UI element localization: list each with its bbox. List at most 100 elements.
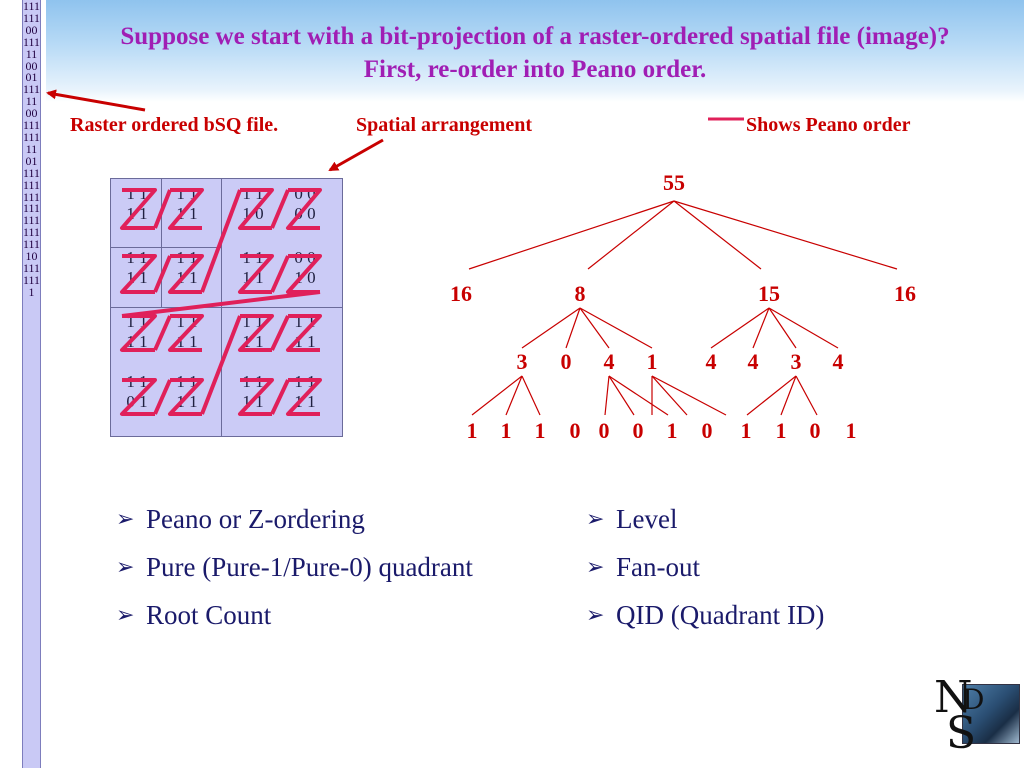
tree-edge bbox=[505, 375, 523, 416]
bullet-text: QID (Quadrant ID) bbox=[616, 600, 825, 630]
tree-level1-count: 16 bbox=[450, 281, 472, 306]
peano-z-stroke bbox=[286, 314, 322, 352]
tree-root-count: 55 bbox=[663, 170, 685, 195]
tree-level3-count: 0 bbox=[809, 418, 821, 443]
peano-connector bbox=[153, 379, 172, 415]
tree-edge bbox=[768, 307, 839, 349]
peano-connector bbox=[270, 379, 290, 415]
tree-edge bbox=[468, 200, 675, 270]
tree-edge bbox=[521, 307, 581, 349]
bullet-text: Pure (Pure-1/Pure-0) quadrant bbox=[146, 552, 473, 582]
tree-level2-count: 4 bbox=[705, 349, 717, 374]
peano-connector bbox=[121, 290, 321, 318]
tree-edge bbox=[768, 307, 797, 349]
tree-edge bbox=[565, 307, 581, 349]
bullet-text: Fan-out bbox=[616, 552, 700, 582]
bullet-item: ➢Level bbox=[586, 495, 824, 543]
grid-arrow bbox=[328, 138, 384, 172]
bullet-list-right: ➢Level ➢ Fan-out ➢QID (Quadrant ID) bbox=[586, 495, 824, 639]
tree-level1-count: 16 bbox=[894, 281, 916, 306]
tree-level3-count: 1 bbox=[775, 418, 787, 443]
raster-label: Raster ordered bSQ file. bbox=[70, 114, 279, 136]
grid-divider-h1 bbox=[111, 247, 221, 248]
grid-divider-h2 bbox=[111, 307, 342, 308]
logo-letter-d: D bbox=[962, 683, 985, 716]
grid-cell: 1 1 bbox=[176, 204, 198, 223]
bullet-arrow-icon: ➢ bbox=[116, 554, 135, 579]
tree-edge bbox=[579, 307, 610, 349]
bullet-list-left: ➢Peano or Z-ordering ➢ Pure (Pure-1/Pure-… bbox=[116, 495, 473, 639]
peano-connector bbox=[200, 315, 242, 415]
peano-z-stroke bbox=[168, 378, 204, 416]
grid-cell: 1 0 bbox=[294, 268, 316, 287]
tree-level3-count: 1 bbox=[500, 418, 512, 443]
bullet-arrow-icon: ➢ bbox=[116, 506, 135, 531]
peano-legend-label: Shows Peano order bbox=[746, 114, 911, 136]
title-line-2: First, re-order into Peano order. bbox=[363, 56, 707, 83]
tree-edge bbox=[651, 375, 727, 416]
tree-edge bbox=[587, 200, 675, 270]
tree-level2-count: 3 bbox=[516, 349, 528, 374]
bitstrip-arrow bbox=[46, 89, 146, 112]
bit-strip-digits: 1111110011111000111111001111111101111111… bbox=[23, 0, 40, 299]
bullet-text: Level bbox=[616, 504, 678, 534]
bullet-text: Root Count bbox=[146, 600, 272, 630]
title-line-1: Suppose we start with a bit-projection o… bbox=[120, 23, 950, 50]
grid-cell: 1 1 bbox=[242, 332, 264, 351]
nds-logo: N D S bbox=[932, 676, 1022, 764]
peano-z-stroke bbox=[286, 254, 322, 294]
tree-level1-count: 15 bbox=[758, 281, 780, 306]
bit-strip bbox=[22, 0, 41, 768]
tree-level2-count: 0 bbox=[560, 349, 572, 374]
tree-level2-count: 1 bbox=[646, 349, 658, 374]
tree-edge bbox=[795, 375, 818, 416]
tree-edge bbox=[471, 375, 523, 416]
tree-level3-count: 1 bbox=[740, 418, 752, 443]
logo-photo bbox=[962, 684, 1020, 744]
bullet-arrow-icon: ➢ bbox=[586, 554, 605, 579]
peano-z-stroke bbox=[120, 314, 157, 352]
bullet-item: ➢ Fan-out bbox=[586, 543, 824, 591]
tree-level2-count: 4 bbox=[747, 349, 759, 374]
tree-edge bbox=[746, 375, 797, 416]
peano-z-stroke bbox=[238, 254, 274, 294]
tree-edge bbox=[608, 375, 635, 416]
peano-connector bbox=[200, 189, 242, 293]
tree-edge bbox=[608, 375, 669, 416]
peano-z-stroke bbox=[238, 378, 274, 416]
bullet-item: ➢ Pure (Pure-1/Pure-0) quadrant bbox=[116, 543, 473, 591]
peano-z-stroke bbox=[168, 188, 204, 230]
tree-level3-count: 1 bbox=[534, 418, 546, 443]
tree-edge bbox=[752, 307, 770, 349]
tree-level3-count: 1 bbox=[666, 418, 678, 443]
logo-letter-n: N bbox=[934, 672, 973, 723]
peano-z-stroke bbox=[120, 254, 157, 294]
peano-z-stroke bbox=[238, 314, 274, 352]
tree-edge bbox=[651, 375, 688, 416]
spatial-label: Spatial arrangement bbox=[356, 114, 533, 136]
peano-order-lines bbox=[120, 188, 322, 416]
tree-level2-count: 4 bbox=[603, 349, 615, 374]
tree-level3-count: 1 bbox=[466, 418, 478, 443]
peano-z-stroke bbox=[120, 188, 157, 230]
peano-connector bbox=[153, 189, 172, 229]
bullet-item: ➢Peano or Z-ordering bbox=[116, 495, 473, 543]
tree-level2-count: 4 bbox=[832, 349, 844, 374]
grid-cell: 1 1 bbox=[176, 392, 198, 411]
tree-edge bbox=[579, 307, 653, 349]
tree-level3-count: 0 bbox=[598, 418, 610, 443]
grid-cell: 1 1 bbox=[126, 332, 148, 351]
grid-cell: 1 1 bbox=[294, 392, 316, 411]
peano-connector bbox=[270, 315, 290, 351]
peano-z-stroke bbox=[286, 378, 322, 416]
bullet-item: ➢Root Count bbox=[116, 591, 473, 639]
tree-level2-count: 3 bbox=[790, 349, 802, 374]
tree-edge bbox=[780, 375, 797, 416]
tree-level1-count: 8 bbox=[574, 281, 586, 306]
peano-connector bbox=[270, 255, 290, 293]
peano-z-stroke bbox=[238, 188, 274, 230]
tree-level3-count: 1 bbox=[845, 418, 857, 443]
bullet-item: ➢QID (Quadrant ID) bbox=[586, 591, 824, 639]
header-band bbox=[46, 0, 1024, 102]
peano-z-stroke bbox=[168, 254, 204, 294]
